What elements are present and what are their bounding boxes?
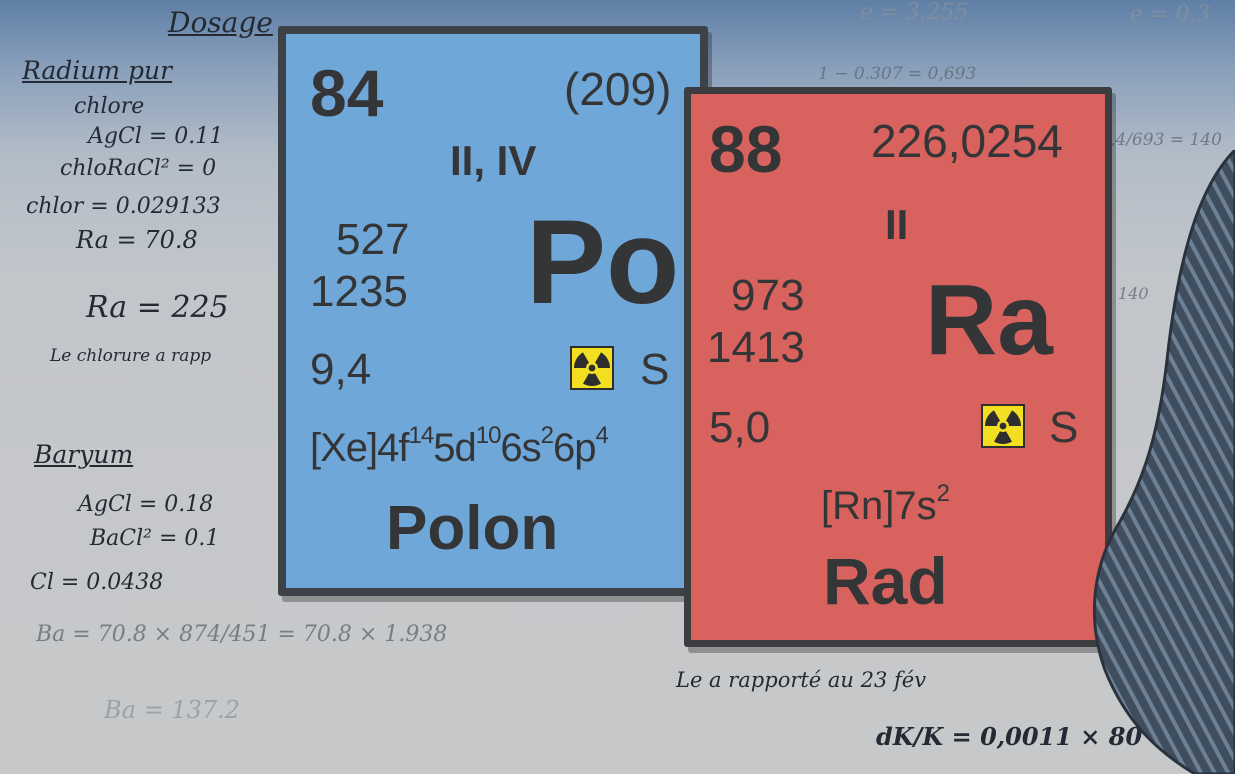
polonium-symbol: Po [526, 195, 680, 329]
note-chloracl: chloRaCl² = 0 [60, 156, 217, 181]
radium-element-card: 88 226,0254 II 973 1413 Ra 5,0 S [Rn]7s2… [684, 87, 1112, 647]
radium-name: Rad [823, 544, 948, 618]
note-chlore: chlore [74, 94, 145, 119]
polonium-name: Polon [386, 494, 559, 563]
note-agcl-2: AgCl = 0.18 [78, 492, 214, 517]
note-cl: Cl = 0.0438 [30, 570, 164, 595]
polonium-atomic-mass: (209) [564, 63, 672, 115]
note-dk-formula: dK/K = 0,0011 × 80 = [876, 722, 1171, 751]
radium-boiling-point: 1413 [707, 323, 805, 372]
polonium-element-card: 84 (209) II, IV 527 1235 Po 9,4 S [Xe]4f… [278, 26, 708, 596]
note-agcl-1: AgCl = 0.11 [88, 124, 224, 149]
polonium-atomic-number: 84 [310, 56, 384, 130]
radium-melting-point: 973 [731, 271, 805, 320]
radium-config-e1: 2 [936, 480, 950, 507]
note-140: 140 [1118, 284, 1149, 303]
polonium-melting-point: 527 [336, 215, 410, 264]
polonium-density: 9,4 [310, 345, 372, 394]
note-ra-1: Ra = 70.8 [76, 226, 198, 254]
note-top-right-1: e = 3,255 [860, 0, 969, 25]
polonium-config-e2: 10 [475, 422, 502, 449]
polonium-boiling-point: 1235 [310, 267, 408, 316]
polonium-config-e4: 4 [595, 422, 609, 449]
radium-electron-configuration: [Rn]7s2 [821, 482, 950, 528]
note-dosage: Dosage [168, 6, 273, 39]
radium-atomic-mass: 226,0254 [871, 115, 1063, 167]
polonium-config-base: [Xe]4f [310, 426, 410, 470]
note-rapporte: Le a rapporté au 23 fév [676, 668, 927, 692]
note-bacl: BaCl² = 0.1 [90, 526, 220, 551]
dark-figure-silhouette [1092, 150, 1235, 774]
note-ba-formula: Ba = 70.8 × 874/451 = 70.8 × 1.938 [36, 622, 448, 647]
radium-config-base: [Rn]7s [821, 484, 937, 528]
note-fraction-right: ,4/693 = 140 [1110, 130, 1222, 150]
note-radium-pur: Radium pur [22, 56, 173, 85]
radium-radiation-icon [981, 404, 1025, 448]
note-top-right-2: e = 0,3 [1130, 2, 1211, 27]
note-le-chlorure: Le chlorure a rapp [50, 346, 212, 366]
polonium-state: S [640, 345, 670, 394]
polonium-valence: II, IV [450, 137, 537, 184]
polonium-config-e1: 14 [408, 422, 435, 449]
note-ln-line: 1 − 0.307 = 0,693 [818, 64, 977, 84]
note-chlor-value: chlor = 0.029133 [26, 194, 221, 219]
polonium-radiation-icon [570, 346, 614, 390]
note-ra-2: Ra = 225 [86, 290, 229, 325]
radium-density: 5,0 [709, 403, 771, 452]
radium-state: S [1049, 403, 1079, 452]
polonium-config-mid3: 6p [553, 426, 596, 470]
radium-valence: II [885, 201, 909, 248]
radium-atomic-number: 88 [709, 112, 783, 186]
radium-symbol: Ra [925, 264, 1053, 376]
polonium-electron-configuration: [Xe]4f145d106s26p4 [310, 424, 609, 470]
polonium-config-e3: 2 [540, 422, 554, 449]
note-ba-result: Ba = 137.2 [104, 696, 241, 724]
polonium-config-mid2: 6s [500, 426, 541, 470]
note-baryum: Baryum [34, 440, 134, 469]
polonium-config-mid1: 5d [433, 426, 476, 470]
